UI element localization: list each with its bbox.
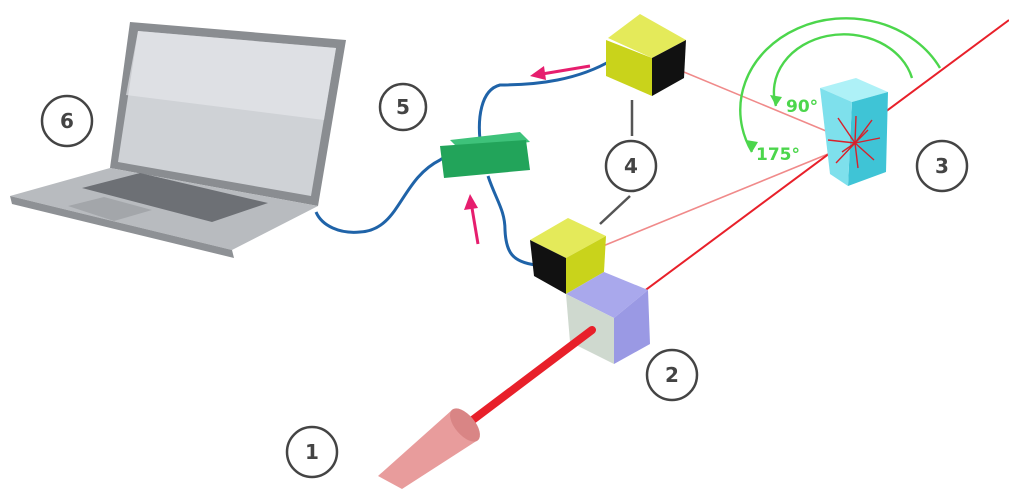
flow-arrow-bottom-head [464,194,478,210]
angle-label-175: 175° [756,145,800,165]
label-1-number: 1 [305,440,319,464]
label-3-number: 3 [935,154,949,178]
cuvette-top [820,78,888,102]
label-4: 4 [604,139,658,193]
detector-top-aperture-face [652,40,686,96]
scatter-beam-90 [654,59,856,144]
flow-arrow-bottom-shaft [470,207,480,245]
laser-source [378,408,480,489]
laser-output-beam [458,326,596,432]
detector-bottom [530,218,606,294]
arc-arrowhead-90 [770,95,782,106]
detector-bottom-lid [530,218,606,258]
label-6-number: 6 [60,109,74,133]
label-2-number: 2 [665,363,679,387]
laser-aperture [450,408,480,442]
label-4-number: 4 [624,154,638,178]
angle-arc-90 [772,33,914,107]
detector-top-lid [608,14,686,58]
correlator-body [440,140,530,178]
angle-arc-175 [739,17,942,153]
label-5: 5 [378,82,428,132]
label-3: 3 [915,139,969,193]
incident-beam [611,19,1009,316]
splitter-right [614,290,650,364]
scatter-burst [827,115,881,169]
flow-arrow-top-head [530,66,546,80]
cuvette-left [820,88,852,186]
label-1: 1 [285,425,339,479]
laptop-base-edge [10,196,234,258]
splitter-top [566,272,648,318]
laser-body [378,410,478,489]
fiber-cable-bottom [486,175,537,267]
laptop-touchpad [68,197,152,221]
label-2: 2 [645,348,699,402]
screen-glare [126,31,336,120]
detector-bottom-face [566,236,606,294]
laptop-keyboard [82,173,268,222]
signal-flow-arrows [464,64,591,245]
cuvette-right [848,92,888,186]
detector-top-face [606,40,652,96]
detector-top [606,14,686,96]
scatter-beam-175 [602,142,856,247]
flow-arrow-top-shaft [541,64,591,76]
sample-cuvette [820,78,888,186]
leader-line-4-bottom [599,195,631,225]
correlator [440,132,530,178]
angle-label-90: 90° [786,97,818,117]
label-5-number: 5 [396,95,410,119]
detector-bottom-aperture-face [530,240,566,294]
label-6: 6 [40,94,94,148]
arc-arrowhead-175 [746,140,758,152]
laptop-computer [10,22,346,258]
